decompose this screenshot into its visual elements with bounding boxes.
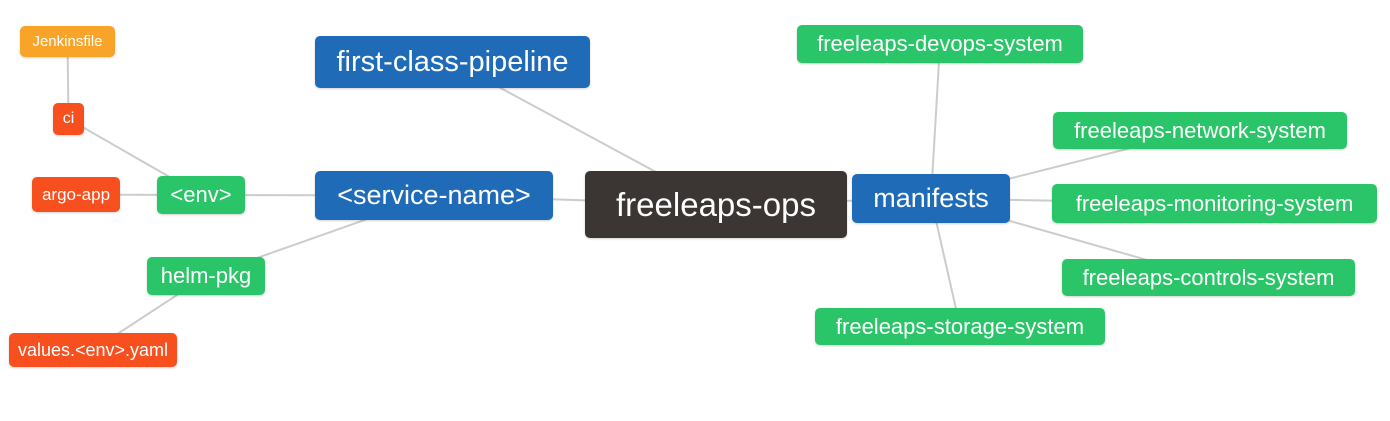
node-service-name[interactable]: <service-name> <box>315 171 553 220</box>
node-first-class-pipeline[interactable]: first-class-pipeline <box>315 36 590 88</box>
node-argo-app[interactable]: argo-app <box>32 177 120 212</box>
node-values-env-yaml[interactable]: values.<env>.yaml <box>9 333 177 367</box>
node-freeleaps-ops[interactable]: freeleaps-ops <box>585 171 847 238</box>
node-jenkinsfile[interactable]: Jenkinsfile <box>20 26 115 57</box>
node-freeleaps-network-system[interactable]: freeleaps-network-system <box>1053 112 1347 149</box>
node-freeleaps-controls-system[interactable]: freeleaps-controls-system <box>1062 259 1355 296</box>
node-ci[interactable]: ci <box>53 103 84 135</box>
node-freeleaps-monitoring-system[interactable]: freeleaps-monitoring-system <box>1052 184 1377 223</box>
node-freeleaps-devops-system[interactable]: freeleaps-devops-system <box>797 25 1083 63</box>
node-env[interactable]: <env> <box>157 176 245 214</box>
node-helm-pkg[interactable]: helm-pkg <box>147 257 265 295</box>
edge-manifests-devops <box>930 43 941 199</box>
node-freeleaps-storage-system[interactable]: freeleaps-storage-system <box>815 308 1105 345</box>
node-manifests[interactable]: manifests <box>852 174 1010 223</box>
